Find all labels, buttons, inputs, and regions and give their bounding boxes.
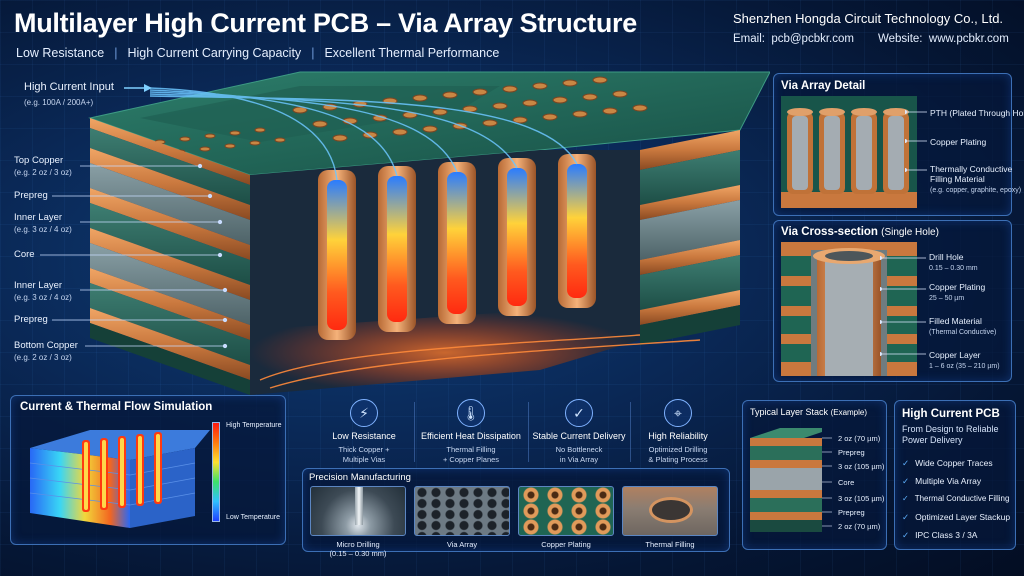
website-label: Website: [877,33,923,45]
website-link[interactable]: www.pcbkr.com [928,33,1009,45]
via-detail-leaders [905,110,927,172]
shield-check-icon: ✓ [565,399,593,427]
caption-via-array: Via Array [446,540,478,549]
feature-high-reliability: ⌖ High Reliability Optimized Drilling& P… [632,399,724,465]
caption-copper-plating: Copper Plating [541,540,591,549]
input-note: (e.g. 100A / 200A+) [24,98,94,107]
simulation-title: Current & Thermal Flow Simulation [20,401,213,413]
summary-item: ✓Thermal Conductive Filling [902,494,1010,503]
thermal-simulation-image [29,430,210,528]
label-pth: PTH (Plated Through Hole) [930,108,1024,118]
copper-plating-image [518,486,614,536]
lightning-icon: ⚡ [350,399,378,427]
high-temperature-label: High Temperature [226,422,282,429]
via-array-detail-image [781,96,917,208]
manufacturing-title: Precision Manufacturing [309,472,411,483]
stack-label: 2 oz (70 µm) [838,522,881,531]
layer-label-prepreg: Prepreg [14,190,48,201]
layer-stack-image [750,428,822,532]
page-title: Multilayer High Current PCB – Via Array … [14,8,637,38]
thermometer-icon: 🌡 [457,399,485,427]
summary-item: ✓IPC Class 3 / 3A [902,530,978,540]
via-array-image [414,486,510,536]
email-link[interactable]: pcb@pcbkr.com [771,33,854,45]
via-cross-section-title: Via Cross-section (Single Hole) [781,226,939,238]
layer-label-top-copper: Top Copper(e.g. 2 oz / 3 oz) [14,155,72,177]
feature-divider [528,402,529,462]
company-name: Shenzhen Hongda Circuit Technology Co., … [733,11,1004,26]
caption-micro-drilling: Micro Drilling(0.15 – 0.30 mm) [329,540,387,559]
summary-item: ✓Wide Copper Traces [902,458,993,468]
feature-divider [630,402,631,462]
stack-label: Core [838,478,855,487]
summary-item: ✓Multiple Via Array [902,476,982,486]
target-icon: ⌖ [664,399,692,427]
summary-panel [894,400,1016,550]
contact-info: Email: pcb@pcbkr.com Website: www.pcbkr.c… [733,33,1009,45]
check-icon: ✓ [902,494,909,503]
micro-drilling-image [310,486,406,536]
pcb-3d-diagram [40,71,770,395]
feature-heat-dissipation: 🌡 Efficient Heat Dissipation Thermal Fil… [415,399,527,465]
low-temperature-label: Low Temperature [226,514,280,521]
layer-label-inner: Inner Layer(e.g. 3 oz / 4 oz) [14,212,72,234]
stack-label: 3 oz (105 µm) [838,462,885,471]
label-filled-material: Filled Material(Thermal Conductive) [929,316,997,337]
via-array-detail-title: Via Array Detail [781,80,866,92]
layer-stack-leaders [822,437,832,527]
feature-divider [414,402,415,462]
via-cross-leaders [880,256,926,356]
summary-item: ✓Optimized Layer Stackup [902,512,1011,522]
thermal-filling-image [622,486,718,536]
check-icon: ✓ [902,458,910,468]
layer-label-bottom-copper: Bottom Copper(e.g. 2 oz / 3 oz) [14,340,78,362]
email-label: Email: [733,33,765,45]
stack-label: Prepreg [838,508,865,517]
page-subtitle: Low Resistance|High Current Carrying Cap… [16,46,500,60]
check-icon: ✓ [902,512,910,522]
subtitle-item: High Current Carrying Capacity [127,46,302,60]
check-icon: ✓ [902,530,910,540]
check-icon: ✓ [902,476,910,486]
layer-label-core: Core [14,249,35,260]
layer-stack-title: Typical Layer Stack (Example) [750,407,868,417]
temperature-scale-bar [212,422,220,522]
subtitle-item: Low Resistance [16,46,105,60]
layer-label-inner-2: Inner Layer(e.g. 3 oz / 4 oz) [14,280,72,302]
via-cross-section-image [781,242,917,376]
stack-label: 2 oz (70 µm) [838,434,881,443]
layer-label-prepreg-2: Prepreg [14,314,48,325]
caption-thermal-filling: Thermal Filling [645,540,695,549]
stack-label: 3 oz (105 µm) [838,494,885,503]
subtitle-item: Excellent Thermal Performance [324,46,500,60]
summary-title: High Current PCB [902,408,1000,420]
feature-low-resistance: ⚡ Low Resistance Thick Copper +Multiple … [318,399,410,465]
label-copper-plating: Copper Plating [930,137,987,147]
input-title: High Current Input [24,81,114,93]
stack-label: Prepreg [838,448,865,457]
